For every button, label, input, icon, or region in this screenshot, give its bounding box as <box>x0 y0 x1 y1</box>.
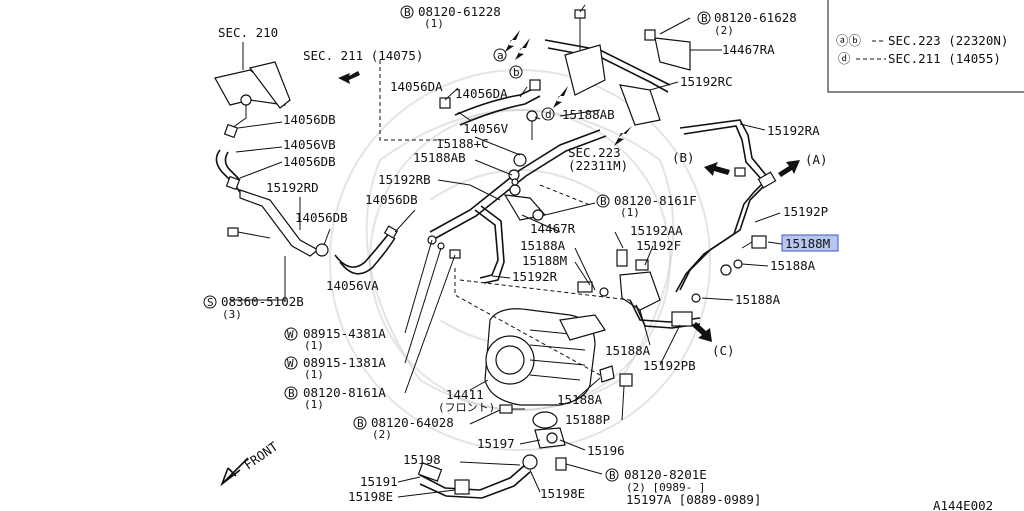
label-14056vb: 14056VB <box>283 137 336 152</box>
symbol-w-1: W <box>287 328 294 341</box>
label-bolt-8161a-qty: (1) <box>304 398 324 411</box>
label-front: FRONT <box>241 438 281 472</box>
symbol-s: S <box>207 296 214 309</box>
symbol-w-2: W <box>287 357 294 370</box>
label-ref-b: (B) <box>672 150 695 165</box>
label-14056da-1: 14056DA <box>390 79 443 94</box>
symbol-b-lower: b <box>513 66 520 79</box>
legend-row1-ref: SEC.223 (22320N) <box>888 33 1008 48</box>
label-15198: 15198 <box>403 452 441 467</box>
legend-row1-symbols: ⓐⓑ <box>836 33 862 48</box>
label-bolt-64028-qty: (2) <box>372 428 392 441</box>
symbol-b-6: B <box>609 469 616 482</box>
label-ref-c: (C) <box>712 343 735 358</box>
label-15192rd: 15192RD <box>266 180 319 195</box>
label-screw-5102b: 08360-5102B <box>221 294 304 309</box>
label-15196: 15196 <box>587 443 625 458</box>
legend-row2-symbol: ⓓ <box>838 51 851 66</box>
symbol-a: a <box>497 49 504 62</box>
arrow-sec211 <box>338 71 360 84</box>
label-15198e-1: 15198E <box>348 489 393 504</box>
label-washer-4381a: 08915-4381A <box>303 326 386 341</box>
label-15192rc: 15192RC <box>680 74 733 89</box>
legend-box: ⓐⓑ SEC.223 (22320N) ⓓ SEC.211 (14055) <box>827 0 1024 93</box>
front-arrow <box>220 457 249 487</box>
label-bolt-61228: 08120-61228 <box>418 4 501 19</box>
arrow-c <box>692 322 712 342</box>
leader-lines <box>230 4 783 498</box>
label-14411-note: (フロント) <box>438 401 495 414</box>
parts-linework <box>214 9 777 499</box>
label-sec223-sub: (22311M) <box>568 158 628 173</box>
label-bolt-8161f-qty: (1) <box>620 206 640 219</box>
label-14056db-1: 14056DB <box>283 112 336 127</box>
arrow-sec223 <box>614 126 632 146</box>
label-15188m: 15188M <box>522 253 567 268</box>
label-14467r: 14467R <box>530 221 576 236</box>
label-15188a-5: 15188A <box>557 392 603 407</box>
arrow-a-top-2 <box>515 38 530 60</box>
label-sec223: SEC.223 <box>568 145 621 160</box>
label-15197a: 15197A [0889-0989] <box>626 492 761 507</box>
legend-row2-ref: SEC.211 (14055) <box>888 51 1001 66</box>
label-14411: 14411 <box>446 387 484 402</box>
part-labels: SEC. 210 SEC. 211 (14075) B 08120-61228 … <box>203 4 993 511</box>
label-15188a-2: 15188A <box>770 258 816 273</box>
symbol-b-5: B <box>357 417 364 430</box>
label-15188a-4: 15188A <box>605 343 651 358</box>
arrow-b <box>704 162 730 176</box>
label-sec210: SEC. 210 <box>218 25 278 40</box>
label-bolt-64028: 08120-64028 <box>371 415 454 430</box>
symbol-b-2: B <box>701 12 708 25</box>
label-bolt-8201e-qty: (2) [0989- ] <box>626 481 705 494</box>
label-15198e-2: 15198E <box>540 486 585 501</box>
label-14467ra: 14467RA <box>722 42 775 57</box>
arrow-a-top-1 <box>505 30 520 52</box>
label-screw-5102b-qty: (3) <box>222 308 242 321</box>
symbol-d: d <box>545 108 552 121</box>
label-14056db-3: 14056DB <box>365 192 418 207</box>
label-14056da-2: 14056DA <box>455 86 508 101</box>
label-15192rb: 15192RB <box>378 172 431 187</box>
arrow-d <box>553 86 568 108</box>
label-15188ab-1: 15188AB <box>562 107 615 122</box>
label-15192ra: 15192RA <box>767 123 820 138</box>
label-14056db-2: 14056DB <box>283 154 336 169</box>
highlight-15188m[interactable] <box>781 234 839 252</box>
label-bolt-61228-qty: (1) <box>424 17 444 30</box>
label-bolt-61628-qty: (2) <box>714 24 734 37</box>
label-15192f: 15192F <box>636 238 681 253</box>
label-bolt-61628: 08120-61628 <box>714 10 797 25</box>
label-15192r: 15192R <box>512 269 558 284</box>
symbol-b-3: B <box>600 195 607 208</box>
label-14056v: 14056V <box>463 121 509 136</box>
direction-arrows <box>220 30 800 487</box>
label-15188ab-2: 15188AB <box>413 150 466 165</box>
label-15188p: 15188P <box>565 412 610 427</box>
label-bolt-8161a: 08120-8161A <box>303 385 386 400</box>
label-15188a-1: 15188A <box>520 238 566 253</box>
label-washer-1381a: 08915-1381A <box>303 355 386 370</box>
label-15192pb: 15192PB <box>643 358 696 373</box>
symbol-b: B <box>404 6 411 19</box>
label-15192aa: 15192AA <box>630 223 683 238</box>
label-15191: 15191 <box>360 474 398 489</box>
label-washer-4381a-qty: (1) <box>304 339 324 352</box>
label-15192p: 15192P <box>783 204 828 219</box>
label-ref-a: (A) <box>805 152 828 167</box>
symbol-b-4: B <box>288 387 295 400</box>
label-14056db-4: 14056DB <box>295 210 348 225</box>
label-washer-1381a-qty: (1) <box>304 368 324 381</box>
label-14056va: 14056VA <box>326 278 379 293</box>
label-bolt-8201e: 08120-8201E <box>624 467 707 482</box>
label-15197: 15197 <box>477 436 515 451</box>
label-bolt-8161f: 08120-8161F <box>614 193 697 208</box>
arrow-a <box>778 160 800 177</box>
figure-code: A144E002 <box>933 498 993 511</box>
label-15188c: 15188+C <box>436 136 489 151</box>
label-15188a-3: 15188A <box>735 292 781 307</box>
label-sec211: SEC. 211 (14075) <box>303 48 423 63</box>
label-15188m-highlighted[interactable]: 15188M <box>785 236 830 251</box>
